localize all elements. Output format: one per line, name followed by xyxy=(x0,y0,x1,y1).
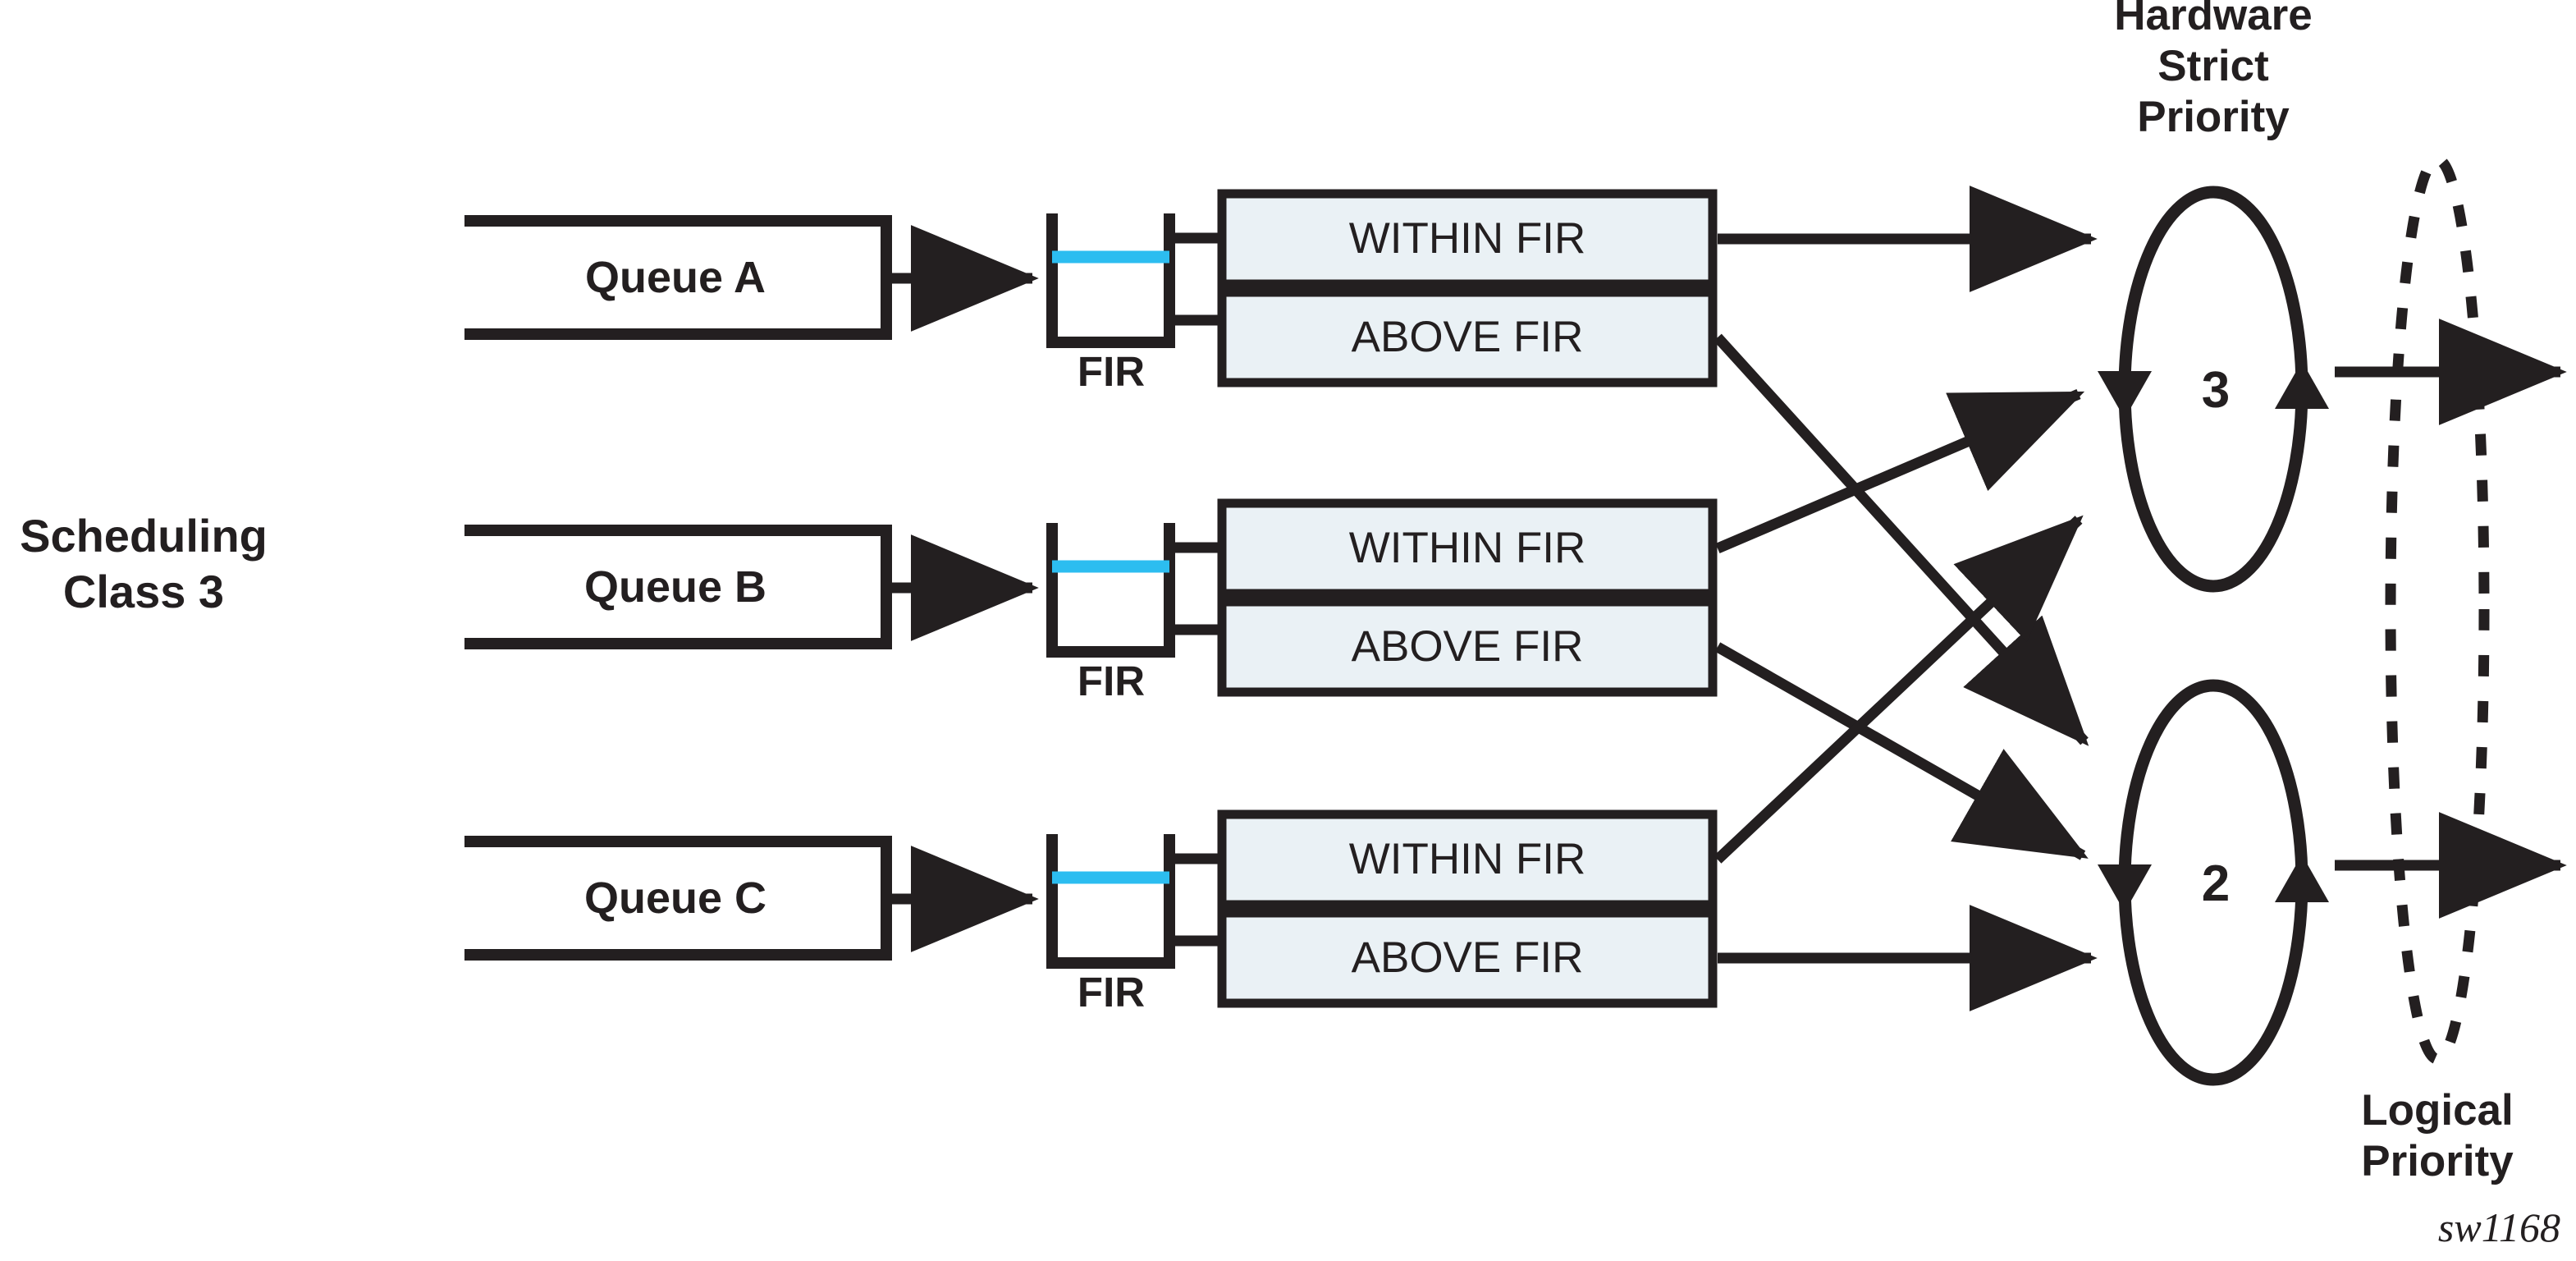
queue-c-label: Queue C xyxy=(584,874,766,923)
logical-priority-ellipse xyxy=(2385,154,2490,1065)
queue-a-fir-label: FIR xyxy=(1078,348,1145,395)
queue-a-box[interactable]: Queue A xyxy=(464,215,892,340)
hardware-strict-priority-line1: Hardware xyxy=(2114,0,2313,39)
hardware-strict-priority-line2: Strict xyxy=(2157,42,2268,90)
priority-node-2-label: 2 xyxy=(2202,855,2230,912)
queue-c-fir-bucket: FIR xyxy=(1046,834,1175,1016)
queue-c-above-fir-rect xyxy=(1217,908,1718,1008)
logical-priority-line1: Logical xyxy=(2361,1086,2514,1135)
link-b-within-to-node3 xyxy=(1715,389,2085,553)
queue-a-within-fir-box[interactable]: WITHIN FIR xyxy=(1217,189,1718,289)
queue-a-above-fir-label: ABOVE FIR xyxy=(1352,313,1584,361)
queue-b-within-fir-rect xyxy=(1217,498,1718,598)
queue-b-within-fir-label: WITHIN FIR xyxy=(1349,524,1586,572)
queue-c-within-fir-rect xyxy=(1217,809,1718,910)
priority-node-2-right-up-arrowhead xyxy=(2275,855,2329,902)
queue-a-box-outline xyxy=(464,215,892,340)
link-a-above-to-node2 xyxy=(1714,333,2089,746)
logical-priority-label: Logical Priority xyxy=(2361,1086,2514,1185)
queue-b-fir-bucket: FIR xyxy=(1046,523,1175,704)
scheduling-class-label-line1: Scheduling xyxy=(20,510,268,562)
queue-row-c: Queue C FIR WITHIN FIR ABOVE FIR xyxy=(464,515,2098,1016)
priority-node-3-left-down-arrowhead xyxy=(2098,371,2152,419)
queue-a-within-fir-label: WITHIN FIR xyxy=(1349,214,1586,263)
queue-b-above-fir-box[interactable]: ABOVE FIR xyxy=(1217,597,1718,697)
queue-b-above-fir-rect xyxy=(1217,597,1718,697)
queue-a-fir-bucket-outline xyxy=(1046,213,1175,348)
queue-b-fir-bucket-outline xyxy=(1046,523,1175,658)
queue-b-within-fir-box[interactable]: WITHIN FIR xyxy=(1217,498,1718,598)
queue-b-label: Queue B xyxy=(584,562,766,612)
queue-c-within-fir-box[interactable]: WITHIN FIR xyxy=(1217,809,1718,910)
queue-b-above-fir-label: ABOVE FIR xyxy=(1352,622,1584,671)
queue-a-above-fir-rect xyxy=(1217,287,1718,387)
scheduling-class-label-line2: Class 3 xyxy=(63,566,224,617)
queue-c-box[interactable]: Queue C xyxy=(464,836,892,961)
priority-node-2-left-down-arrowhead xyxy=(2098,864,2152,912)
hardware-strict-priority-line3: Priority xyxy=(2137,93,2290,141)
queue-c-within-fir-label: WITHIN FIR xyxy=(1349,835,1586,883)
queue-b-fir-label: FIR xyxy=(1078,658,1145,704)
hardware-strict-priority-label: Hardware Strict Priority xyxy=(2114,0,2313,141)
queue-b-box[interactable]: Queue B xyxy=(464,525,892,649)
queue-a-above-fir-box[interactable]: ABOVE FIR xyxy=(1217,287,1718,387)
queue-c-fir-label: FIR xyxy=(1078,969,1145,1016)
queue-a-label: Queue A xyxy=(585,253,766,302)
priority-node-2[interactable]: 2 xyxy=(2098,679,2329,1086)
queue-c-above-fir-box[interactable]: ABOVE FIR xyxy=(1217,908,1718,1008)
priority-node-3[interactable]: 3 xyxy=(2098,186,2329,593)
priority-node-3-right-up-arrowhead xyxy=(2275,361,2329,409)
queue-b-box-outline xyxy=(464,525,892,649)
scheduling-class-label: Scheduling Class 3 xyxy=(20,510,268,617)
logical-priority-line2: Priority xyxy=(2361,1137,2514,1185)
queue-c-above-fir-label: ABOVE FIR xyxy=(1352,933,1584,982)
link-c-within-to-node3 xyxy=(1714,515,2084,864)
figure-id-label: sw1168 xyxy=(2438,1204,2560,1250)
queue-c-fir-bucket-outline xyxy=(1046,834,1175,969)
queue-row-b: Queue B FIR WITHIN FIR ABOVE FIR xyxy=(464,389,2089,860)
queue-a-fir-bucket: FIR xyxy=(1046,213,1175,395)
queue-a-within-fir-rect xyxy=(1217,189,1718,289)
queue-c-box-outline xyxy=(464,836,892,961)
link-b-above-to-node2 xyxy=(1714,642,2089,860)
queue-row-a: Queue A FIR WITHIN FIR ABOVE FIR xyxy=(464,186,2098,746)
priority-node-3-label: 3 xyxy=(2202,362,2230,419)
